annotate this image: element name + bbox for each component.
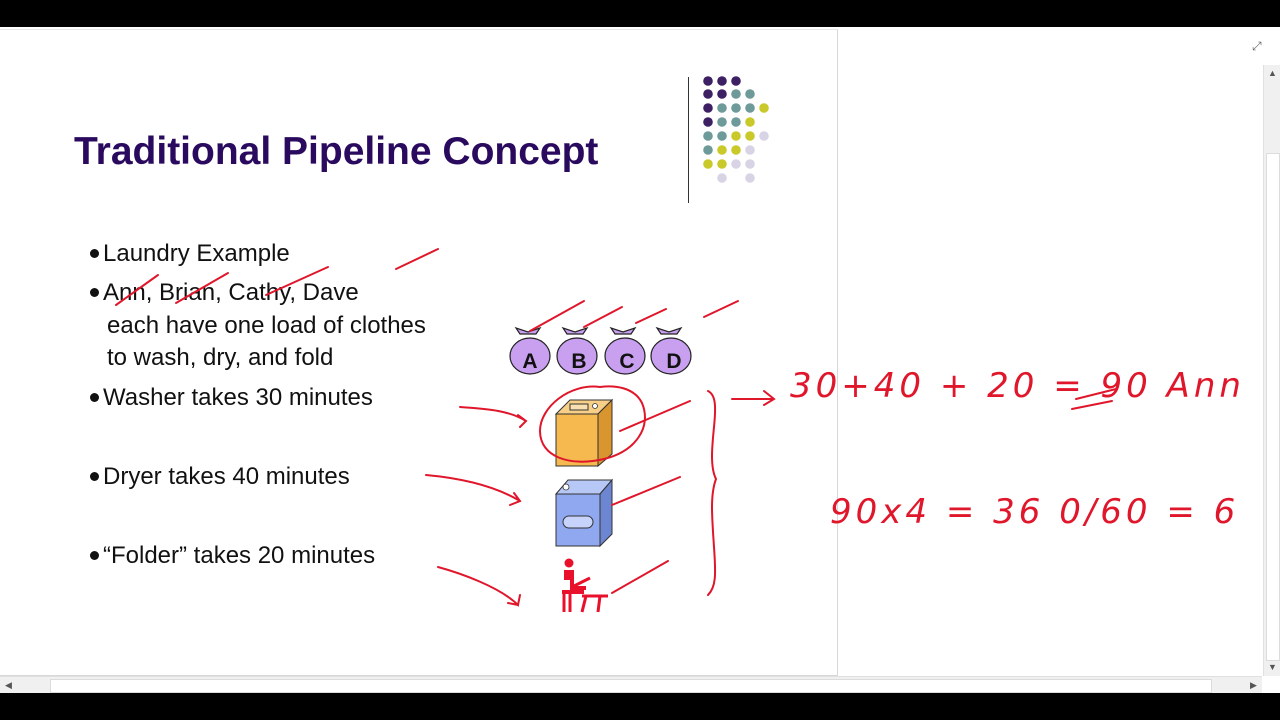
triangle-left-icon[interactable]: ◀ — [5, 680, 12, 690]
decorative-dot — [717, 76, 727, 86]
bullet-dot — [90, 393, 99, 403]
bullet-dot — [90, 288, 99, 298]
title-divider — [688, 77, 689, 203]
decorative-dot — [731, 76, 741, 86]
expand-icon[interactable]: ⤢ — [1252, 39, 1262, 53]
bullet-text: Ann, Brian, Cathy, Dave — [103, 279, 359, 306]
decorative-dot — [731, 117, 741, 127]
bullet-text-continued: to wash, dry, and fold — [107, 344, 334, 371]
decorative-dot — [745, 117, 755, 127]
decorative-dot — [703, 103, 713, 113]
laundry-bag-b: B — [556, 326, 598, 375]
decorative-dot — [717, 103, 727, 113]
decorative-dot — [731, 159, 741, 169]
decorative-dot — [703, 131, 713, 141]
bullet-text: Washer takes 30 minutes — [103, 384, 373, 411]
bullet-washer: Washer takes 30 minutes — [90, 382, 373, 415]
triangle-up-icon[interactable]: ▲ — [1268, 68, 1277, 78]
triangle-down-icon[interactable]: ▼ — [1268, 662, 1277, 672]
bullet-text-continued: each have one load of clothes — [107, 311, 426, 339]
bullet-text: Laundry Example — [103, 240, 290, 267]
dryer-icon — [554, 478, 614, 548]
bullet-dot — [90, 249, 99, 259]
bullet-folder: “Folder” takes 20 minutes — [90, 540, 375, 573]
laundry-bag-c: C — [604, 326, 646, 375]
bullet-names: Ann, Brian, Cathy, Dave each have one lo… — [90, 277, 426, 375]
horizontal-scrollbar[interactable]: ◀ ▶ — [0, 676, 1262, 693]
decorative-dot — [759, 103, 769, 113]
ink-underline-90 — [1071, 388, 1117, 410]
decorative-dot — [745, 89, 755, 99]
decorative-dot — [745, 145, 755, 155]
bullet-dot — [90, 472, 99, 482]
ink-equation-1: 30+40 + 20 = 90 Ann — [790, 366, 1245, 406]
bullet-dryer: Dryer takes 40 minutes — [90, 461, 350, 494]
folder-person-icon — [562, 558, 608, 613]
decorative-dot-grid — [703, 76, 769, 183]
bullet-dot — [90, 551, 99, 561]
document-viewport: Traditional Pipeline Concept Laundry Exa… — [0, 27, 1280, 693]
decorative-dot — [717, 173, 727, 183]
vertical-scrollbar[interactable]: ▲ ▼ — [1263, 65, 1280, 676]
bag-label: C — [619, 350, 634, 373]
horizontal-scroll-thumb[interactable] — [50, 679, 1212, 693]
decorative-dot — [717, 131, 727, 141]
decorative-dot — [703, 89, 713, 99]
ink-equation-2: 90x4 = 36 0/60 = 6 — [830, 492, 1239, 532]
decorative-dot — [745, 131, 755, 141]
decorative-dot — [703, 117, 713, 127]
decorative-dot — [717, 159, 727, 169]
decorative-dot — [717, 145, 727, 155]
decorative-dot — [745, 159, 755, 169]
decorative-dot — [717, 89, 727, 99]
laundry-bags: A B C D — [509, 326, 692, 375]
bag-label: D — [666, 350, 681, 373]
decorative-dot — [717, 117, 727, 127]
laundry-bag-d: D — [650, 326, 692, 375]
laundry-bag-a: A — [509, 326, 551, 375]
decorative-dot — [745, 103, 755, 113]
triangle-right-icon[interactable]: ▶ — [1250, 680, 1257, 690]
washer-icon — [554, 398, 614, 468]
decorative-dot — [731, 89, 741, 99]
bag-label: A — [522, 350, 537, 373]
slide-title: Traditional Pipeline Concept — [74, 130, 599, 173]
decorative-dot — [731, 145, 741, 155]
vertical-scroll-thumb[interactable] — [1266, 153, 1280, 661]
decorative-dot — [731, 131, 741, 141]
bullet-laundry-example: Laundry Example — [90, 238, 290, 271]
decorative-dot — [703, 145, 713, 155]
decorative-dot — [703, 159, 713, 169]
decorative-dot — [745, 173, 755, 183]
decorative-dot — [731, 103, 741, 113]
bullet-text: “Folder” takes 20 minutes — [103, 542, 376, 569]
decorative-dot — [703, 76, 713, 86]
slide-page: Traditional Pipeline Concept Laundry Exa… — [0, 29, 838, 676]
bag-label: B — [571, 350, 586, 373]
decorative-dot — [759, 131, 769, 141]
bullet-text: Dryer takes 40 minutes — [103, 463, 350, 490]
